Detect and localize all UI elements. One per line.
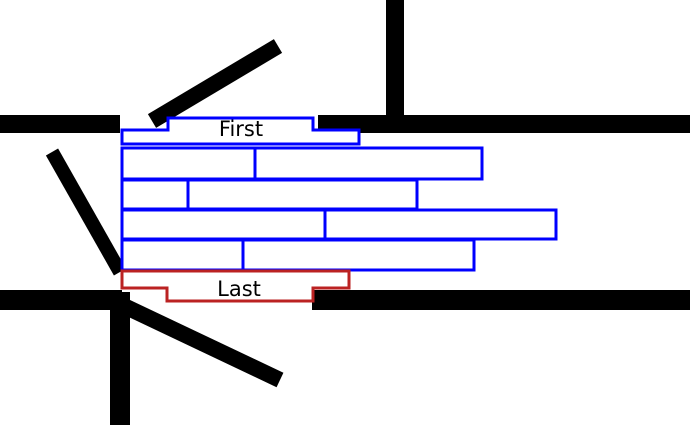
segment-outline-row-3[interactable] [120,178,419,211]
last-label: Last [217,277,261,301]
first-label: First [219,117,263,141]
road-left-diagonal [45,148,127,276]
road-top-diagonal [147,39,283,128]
segment-row-4[interactable] [120,208,558,241]
road-bottom-diagonal [120,298,284,388]
segment-row-last[interactable] [120,269,351,303]
segment-outline-row-2[interactable] [120,146,484,181]
segment-row-5[interactable] [120,238,476,272]
segment-outline-row-last[interactable] [120,269,351,303]
segment-row-first[interactable] [120,116,361,146]
segment-row-2[interactable] [120,146,484,181]
segment-row-3[interactable] [120,178,419,211]
segment-outline-row-4[interactable] [120,208,558,241]
segments-layer [120,116,558,303]
segment-outline-row-first[interactable] [120,116,361,146]
segment-outline-row-5[interactable] [120,238,476,272]
